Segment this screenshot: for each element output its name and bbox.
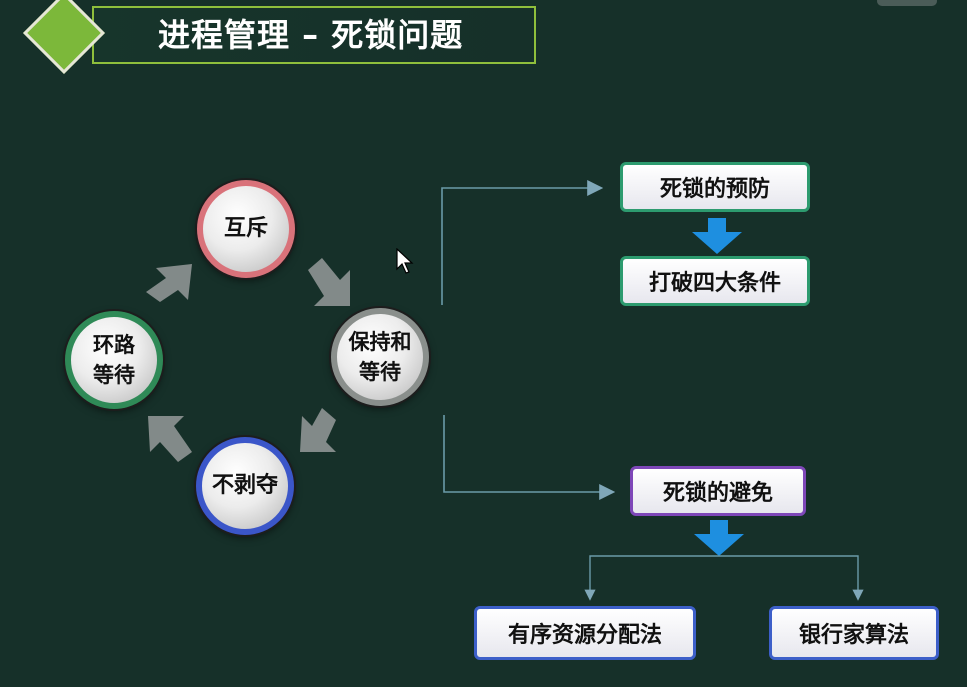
prevention-label: 死锁的预防 bbox=[659, 177, 770, 202]
prevention-box: 死锁的预防 bbox=[620, 162, 810, 212]
avoidance-box: 死锁的避免 bbox=[630, 466, 806, 516]
condition-circular-wait: 环路 等待 bbox=[65, 311, 163, 409]
cycle-arrow-mutex-to-hold bbox=[308, 258, 350, 306]
avoidance-method-ordered: 有序资源分配法 bbox=[474, 606, 696, 660]
window-control bbox=[877, 0, 937, 6]
prevention-method-box: 打破四大条件 bbox=[620, 256, 810, 306]
prevention-method-label: 打破四大条件 bbox=[648, 271, 781, 296]
condition-hold-wait-label: 保持和 等待 bbox=[348, 330, 412, 384]
slide-title: 进程管理 – 死锁问题 bbox=[158, 16, 464, 54]
condition-mutex: 互斥 bbox=[197, 180, 295, 278]
avoidance-method-banker: 银行家算法 bbox=[769, 606, 939, 660]
cycle-arrow-hold-to-nopreempt bbox=[300, 408, 336, 452]
mouse-cursor-icon bbox=[396, 248, 414, 274]
condition-mutex-label: 互斥 bbox=[223, 216, 268, 241]
title-bar bbox=[92, 6, 536, 64]
avoidance-label: 死锁的避免 bbox=[662, 481, 773, 506]
fork-line bbox=[589, 555, 859, 592]
cycle-arrow-circular-to-mutex bbox=[146, 264, 192, 302]
branch-line-avoid bbox=[443, 415, 616, 500]
condition-no-preempt-label: 不剥夺 bbox=[211, 473, 278, 498]
cycle-arrow-nopreempt-to-circular bbox=[148, 416, 192, 462]
avoidance-method-banker-label: 银行家算法 bbox=[798, 623, 909, 648]
condition-circular-wait-label: 环路 等待 bbox=[93, 333, 135, 387]
down-arrow-avoid bbox=[694, 520, 744, 556]
condition-no-preempt: 不剥夺 bbox=[196, 437, 294, 535]
condition-hold-wait: 保持和 等待 bbox=[331, 308, 429, 406]
avoidance-method-ordered-label: 有序资源分配法 bbox=[507, 623, 662, 648]
down-arrow-prevent bbox=[692, 218, 742, 254]
branch-line-prevent bbox=[441, 180, 604, 305]
